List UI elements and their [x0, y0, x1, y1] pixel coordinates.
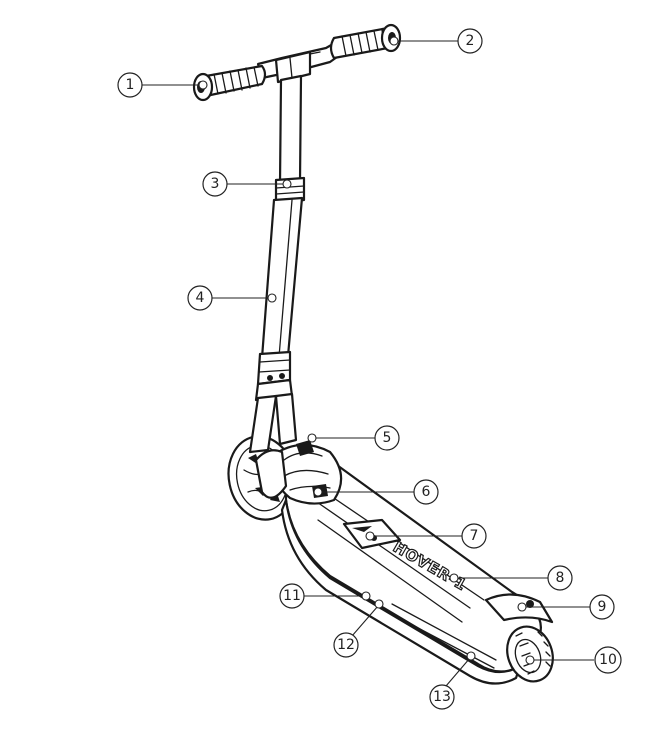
- fold-mechanism: [254, 440, 343, 505]
- callout-1: 1: [117, 72, 143, 98]
- handlebar: [256, 38, 346, 84]
- rear-wheel: [506, 625, 554, 683]
- callouts: 1 2 3 4 5 6 7 8: [117, 28, 622, 710]
- svg-text:5: 5: [383, 430, 392, 446]
- lower-stem: [260, 196, 304, 360]
- callout-11: 11: [279, 583, 305, 609]
- callout-9: 9: [589, 594, 615, 620]
- upper-stem: [278, 74, 303, 186]
- callout-7: 7: [461, 523, 487, 549]
- svg-text:12: 12: [337, 637, 355, 653]
- svg-text:4: 4: [196, 290, 205, 306]
- svg-text:6: 6: [422, 484, 431, 500]
- callout-8: 8: [547, 565, 573, 591]
- callout-13: 13: [429, 684, 455, 710]
- front-fork: [248, 392, 298, 454]
- svg-text:13: 13: [433, 689, 451, 705]
- scooter-illustration: HOVER-1: [192, 23, 554, 685]
- svg-text:3: 3: [211, 176, 220, 192]
- callout-12: 12: [333, 632, 359, 658]
- callout-5: 5: [374, 425, 400, 451]
- svg-text:1: 1: [126, 77, 135, 93]
- svg-text:10: 10: [599, 652, 617, 668]
- callout-leaders: [142, 36, 594, 687]
- callout-4: 4: [187, 285, 213, 311]
- svg-text:2: 2: [466, 33, 475, 49]
- svg-text:9: 9: [598, 599, 607, 615]
- fold-collar: [254, 350, 294, 402]
- callout-3: 3: [202, 171, 228, 197]
- svg-text:7: 7: [470, 528, 479, 544]
- svg-text:8: 8: [556, 570, 565, 586]
- callout-6: 6: [413, 479, 439, 505]
- callout-10: 10: [594, 646, 622, 674]
- svg-text:11: 11: [283, 588, 301, 604]
- callout-2: 2: [457, 28, 483, 54]
